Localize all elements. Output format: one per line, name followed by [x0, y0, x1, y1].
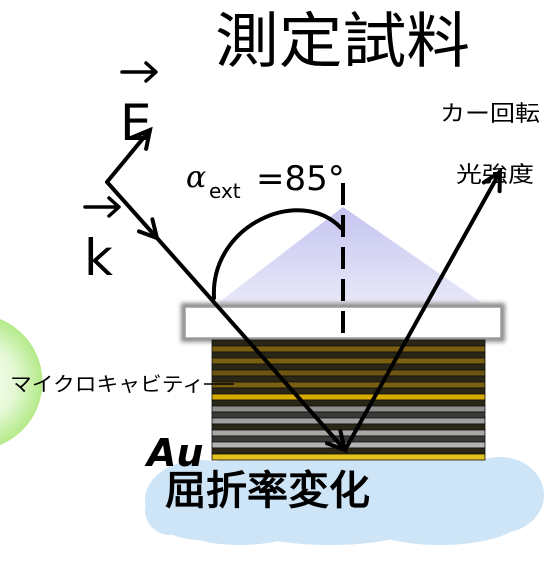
microcavity-label: マイクロキャビティ — [10, 372, 204, 396]
k-vector-label: k — [84, 229, 113, 287]
cloud-puff — [360, 495, 520, 545]
stack-layer — [211, 417, 486, 425]
refractive-index-change-label: 屈折率変化 — [165, 468, 370, 514]
stack-layer — [211, 423, 486, 431]
kerr-rotation-label: カー回転 — [440, 102, 540, 127]
stack-layer — [211, 387, 486, 395]
stack-layer — [211, 351, 486, 359]
k-overarrow-icon — [83, 196, 121, 218]
incident-beam-start — [105, 180, 160, 242]
e-vector-arrow — [105, 126, 153, 184]
stack-layer — [211, 429, 486, 437]
stack-layer — [211, 357, 486, 365]
incident-beam — [155, 236, 348, 454]
stack-layer — [211, 399, 486, 407]
reflected-beam — [343, 168, 503, 452]
light-intensity-label: 光強度 — [456, 163, 534, 188]
angle-value: =85° — [256, 159, 345, 199]
green-circle — [0, 319, 43, 445]
stack-layer — [211, 393, 486, 401]
stack-layer — [211, 375, 486, 383]
angle-symbol: α — [186, 160, 206, 195]
au-label: Au — [144, 431, 203, 475]
angle-arc — [211, 208, 343, 300]
cloud-puff — [145, 485, 195, 535]
stack-layer — [211, 369, 486, 377]
angle-subscript: ext — [209, 179, 241, 203]
stack-layer — [211, 447, 486, 455]
e-vector-label: E — [120, 94, 152, 152]
stack-layer — [211, 411, 486, 419]
page-title: 測定試料 — [215, 7, 470, 77]
stack-layer — [211, 381, 486, 389]
prism — [218, 207, 482, 303]
e-overarrow-icon — [120, 61, 158, 83]
stack-layer — [211, 363, 486, 371]
stack-layer — [211, 405, 486, 413]
stack-layer — [211, 453, 486, 461]
